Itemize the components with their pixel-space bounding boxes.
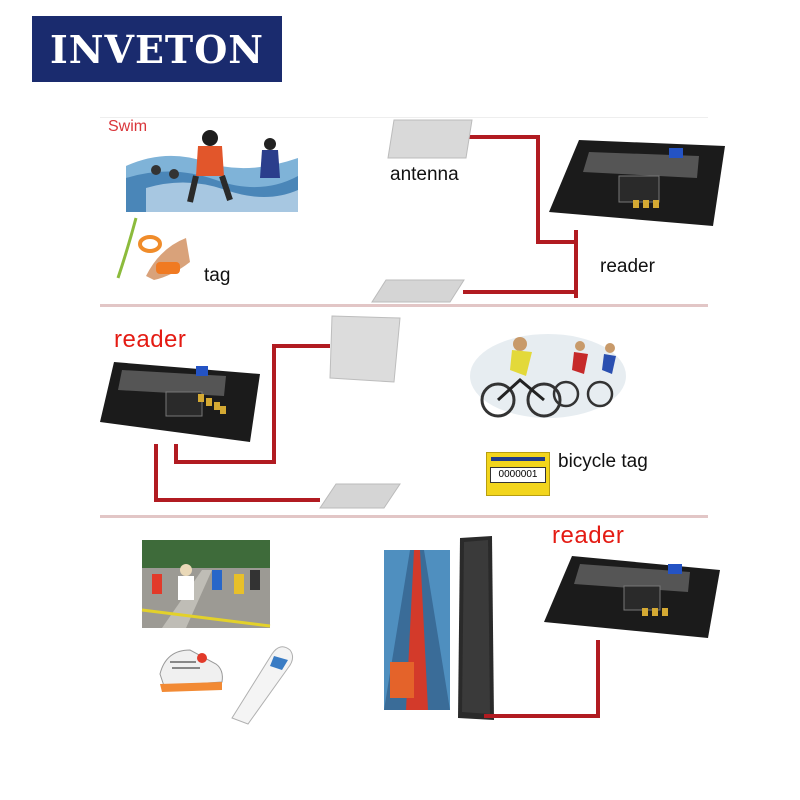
bicycle-tag-label: bicycle tag	[558, 451, 648, 472]
reader-device-2	[100, 362, 260, 442]
reader-device-1	[549, 140, 725, 226]
reader-label: reader	[600, 256, 655, 277]
swim-label: Swim	[108, 118, 148, 135]
marathon-runners-photo	[141, 540, 271, 628]
section-divider-2	[100, 515, 708, 518]
cyclists-photo	[470, 334, 626, 418]
bicycle-tag-number: 0000001	[490, 467, 546, 483]
antenna-panel-top	[387, 119, 473, 159]
swim-photo	[126, 130, 298, 212]
wrist-tag-photo	[116, 217, 190, 280]
reader-device-3	[544, 556, 720, 638]
antenna-label: antenna	[390, 164, 459, 185]
section-divider-1	[100, 304, 708, 307]
floor-mat-antenna-photo	[384, 550, 450, 710]
bicycle-tag-card: 0000001	[486, 452, 550, 496]
antenna-panel-middle	[329, 315, 401, 383]
reader-label-3: reader	[552, 522, 625, 549]
tag-label: tag	[204, 265, 231, 286]
strip-tag-photo	[231, 646, 294, 725]
tall-antenna-panel	[458, 536, 494, 720]
brand-logo: INVETON	[32, 16, 282, 82]
shoe-tag-photo	[159, 649, 223, 692]
top-rule	[100, 117, 708, 118]
bicycle-tag-stripe	[491, 457, 545, 461]
antenna-panel-bottom	[371, 279, 465, 303]
antenna-panel-lower	[319, 483, 401, 509]
brand-name: INVETON	[49, 26, 265, 72]
reader-label-2: reader	[114, 326, 187, 353]
